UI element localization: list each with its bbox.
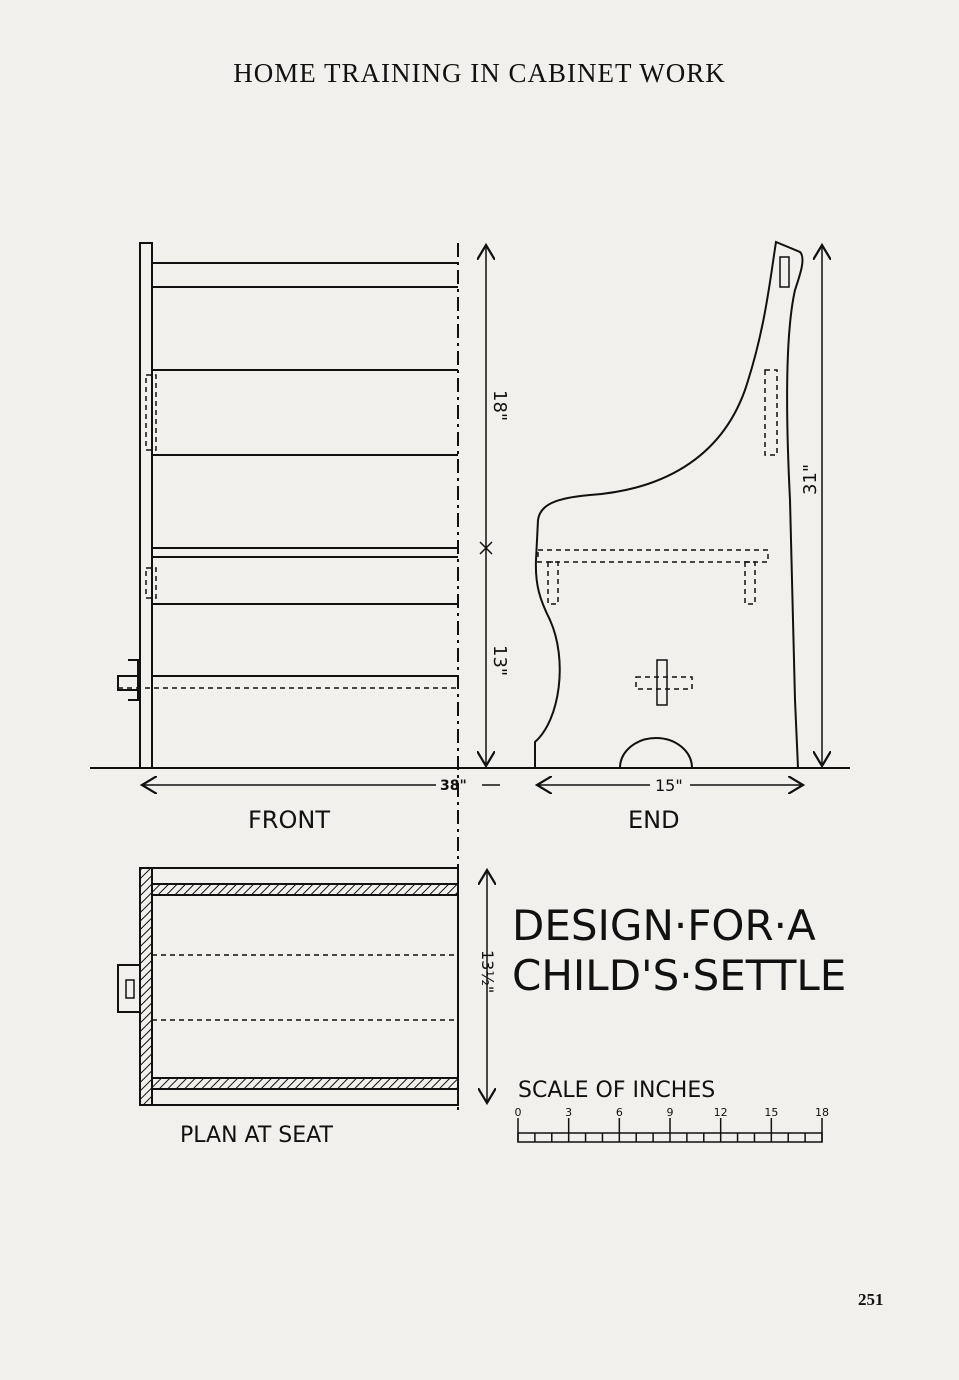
plan-dim-depth: 13½" — [478, 950, 497, 993]
plan-label: PLAN AT SEAT — [180, 1123, 334, 1148]
design-title-line2: CHILD'S·SETTLE — [512, 951, 846, 1000]
scale-tick-label: 0 — [515, 1106, 522, 1119]
end-label: END — [628, 806, 680, 834]
scale-tick-label: 12 — [714, 1106, 728, 1119]
end-view: 31" 15" END — [534, 240, 822, 834]
scale-tick-label: 18 — [815, 1106, 829, 1119]
plan-view: 13½" PLAN AT SEAT — [117, 867, 497, 1148]
design-title-line1: DESIGN·FOR·A — [512, 901, 816, 950]
scale-tick-label: 9 — [667, 1106, 674, 1119]
front-view: 18" 13" 38" FRONT — [117, 242, 510, 1110]
end-dim-height: 31" — [800, 464, 821, 495]
end-dim-width: 15" — [655, 776, 683, 795]
running-header: HOME TRAINING IN CABINET WORK — [233, 58, 726, 88]
scale-label: SCALE OF INCHES — [518, 1078, 715, 1103]
front-dim-upper: 18" — [489, 390, 510, 421]
front-label: FRONT — [248, 806, 330, 834]
scale-tick-label: 3 — [565, 1106, 572, 1119]
scale-tick-label: 6 — [616, 1106, 623, 1119]
scale-bar: SCALE OF INCHES 0 3 6 9 12 15 18 — [515, 1078, 829, 1143]
page-number: 251 — [858, 1290, 884, 1309]
front-dim-lower: 13" — [489, 645, 510, 676]
scale-tick-label: 15 — [764, 1106, 778, 1119]
front-dim-width: 38" — [440, 778, 467, 794]
